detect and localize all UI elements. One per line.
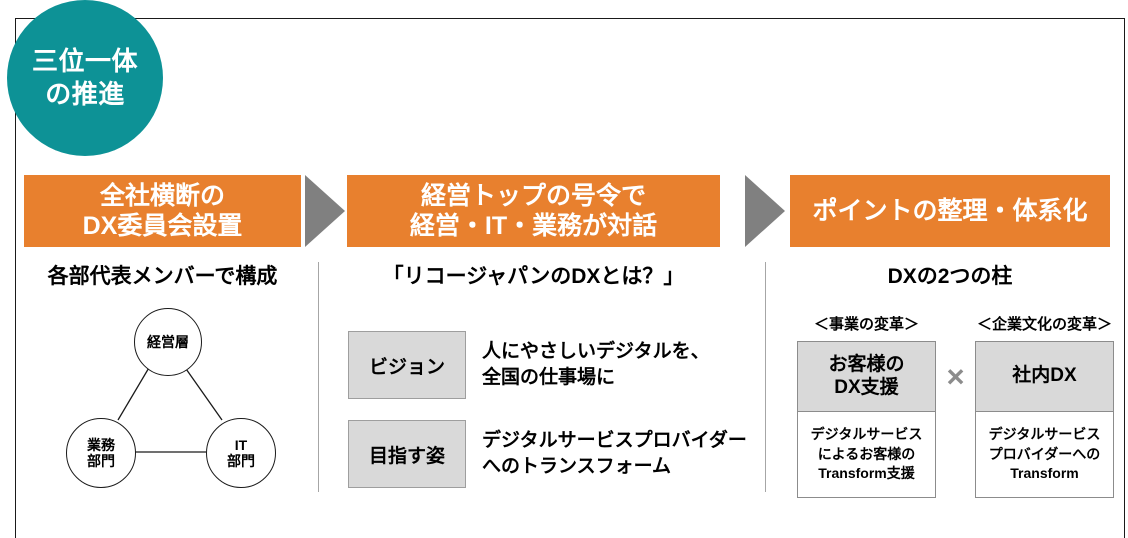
goal-row-text: デジタルサービスプロバイダー へのトランスフォーム	[482, 430, 747, 477]
triangle-node-business: 業務 部門	[66, 418, 136, 488]
pillar-right-title: 社内DX	[975, 341, 1114, 412]
arrow-right-icon-1	[305, 175, 345, 247]
goal-row: 目指す姿 デジタルサービスプロバイダー へのトランスフォーム	[348, 420, 747, 488]
pillar-right-caption: ＜企業文化の変革＞	[976, 316, 1112, 333]
arrow-right-icon-2	[745, 175, 785, 247]
step-3-subtitle: DXの2つの柱	[887, 265, 1013, 288]
vision-row-tag: ビジョン	[348, 331, 466, 399]
triangle-connectors	[117, 365, 223, 453]
pillar-left-caption: ＜事業の変革＞	[813, 316, 919, 333]
step-3-header: ポイントの整理・体系化	[790, 175, 1110, 247]
triangle-node-it-line-1: IT	[234, 436, 248, 453]
triangle-node-business-line-1: 業務	[87, 436, 115, 453]
multiply-icon: ×	[946, 359, 965, 394]
step-2-subtitle: 「リコージャパンのDXとは？」	[382, 265, 685, 288]
vision-row-text: 人にやさしいデジタルを、 全国の仕事場に	[482, 341, 710, 388]
step-1-subtitle: 各部代表メンバーで構成	[47, 265, 278, 288]
pillar-left-title: お客様の DX支援	[797, 341, 936, 412]
column-divider-1	[318, 262, 319, 492]
pillar-right-detail: デジタルサービス プロバイダーへの Transform	[975, 411, 1114, 498]
badge-sanmiittai: 三位一体 の推進	[7, 0, 163, 156]
pillar-left-detail: デジタルサービス によるお客様の Transform支援	[797, 411, 936, 498]
triangle-node-management-label: 経営層	[147, 333, 189, 350]
vision-row: ビジョン 人にやさしいデジタルを、 全国の仕事場に	[348, 331, 710, 399]
badge-line-1: 三位一体	[31, 45, 138, 76]
goal-row-tag: 目指す姿	[348, 420, 466, 488]
step-1-header: 全社横断の DX委員会設置	[24, 175, 301, 247]
triangle-node-it: IT 部門	[206, 418, 276, 488]
step-3-header-line-1: ポイントの整理・体系化	[812, 197, 1088, 225]
badge-line-2: の推進	[45, 79, 125, 109]
triangle-diagram: 経営層 業務 部門 IT 部門	[24, 290, 314, 505]
triangle-node-it-line-2: 部門	[227, 453, 255, 469]
step-2-header-line-1: 経営トップの号令で	[420, 182, 646, 210]
column-divider-2	[765, 262, 766, 492]
slide-frame	[15, 18, 1125, 538]
triangle-node-business-line-2: 部門	[87, 453, 115, 469]
triangle-node-management: 経営層	[134, 308, 202, 376]
step-2-header: 経営トップの号令で 経営・IT・業務が対話	[347, 175, 720, 247]
step-1-header-line-1: 全社横断の	[99, 182, 225, 210]
step-1-header-line-2: DX委員会設置	[82, 212, 243, 240]
step-2-header-line-2: 経営・IT・業務が対話	[409, 212, 658, 240]
